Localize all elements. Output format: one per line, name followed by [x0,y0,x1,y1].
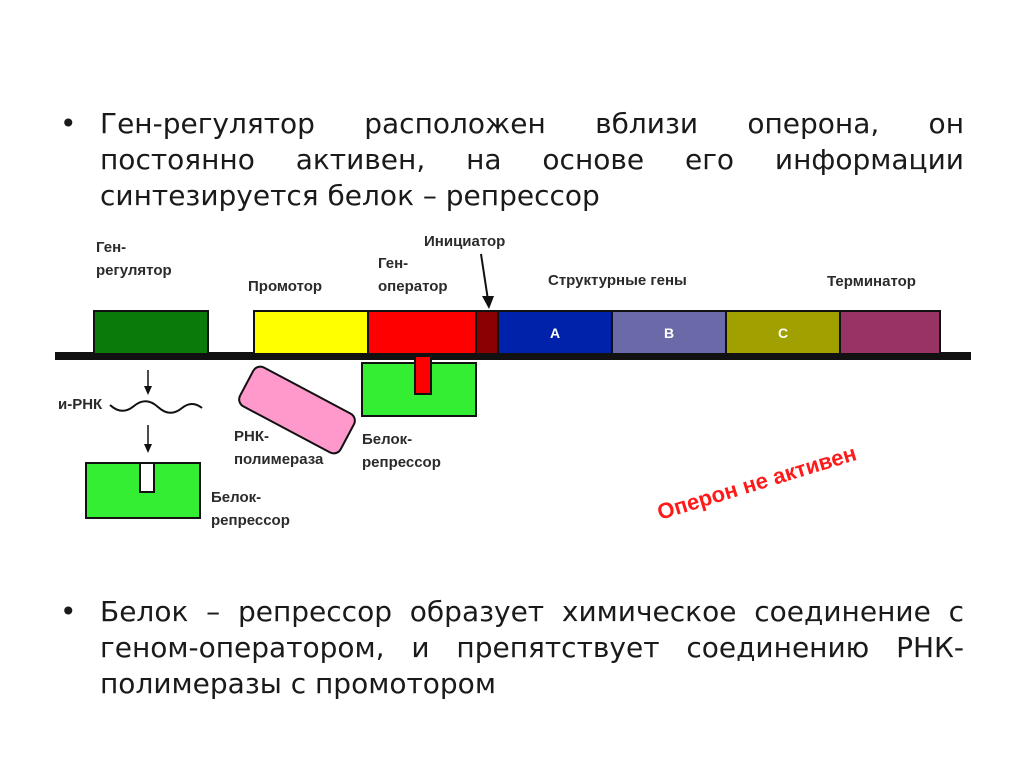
bullet-text: Ген-регулятор расположен вблизи оперона,… [100,107,964,212]
repressor-free-slot [139,462,155,493]
initiator-block [475,310,499,355]
promoter-block [253,310,369,355]
bullet-marker: • [60,107,77,140]
structural-genes-label: Структурные гены [548,272,687,289]
gene-regulator-label-1: Ген- [96,239,126,256]
terminator-label: Терминатор [827,273,916,290]
gene-operator-label-2: оператор [378,278,448,295]
gene-operator-block [367,310,477,355]
bullet-repressor-binding: • Белок – репрессор образует химическое … [60,594,964,704]
gene-b-label: B [664,325,674,341]
repressor-free-label-2: репрессор [211,512,290,529]
bullet-regulator-gene: • Ген-регулятор расположен вблизи оперон… [60,106,964,216]
gene-a-label: A [550,325,560,341]
gene-regulator-label-2: регулятор [96,262,172,279]
gene-operator-label-1: Ген- [378,255,408,272]
mrna-arrow-bottom-head [144,444,152,453]
mrna-arrow-top-head [144,386,152,395]
gene-b-block [611,310,727,355]
gene-c-label: C [778,325,788,341]
rna-polymerase-label-2: полимераза [234,451,324,468]
mrna-label: и-РНК [58,396,103,413]
repressor-free-label-1: Белок- [211,489,261,506]
mrna-wave [109,400,203,414]
bullet-marker: • [60,595,77,628]
dna-strand [55,352,971,360]
operon-diagram: Ген- регулятор Промотор Ген- оператор Ин… [55,233,971,529]
initiator-arrow [480,253,489,301]
initiator-label: Инициатор [424,233,505,250]
operon-status-text: Оперон не активен [654,440,859,524]
rna-polymerase-label-1: РНК- [234,428,269,445]
gene-a-block [497,310,613,355]
promoter-label: Промотор [248,278,322,295]
bullet-text: Белок – репрессор образует химическое со… [100,595,964,700]
gene-regulator-block [93,310,209,355]
repressor-bound-label-1: Белок- [362,431,412,448]
initiator-arrow-head [482,296,494,309]
rna-polymerase-shape [238,365,356,455]
repressor-bound-label-2: репрессор [362,454,441,471]
terminator-block [839,310,941,355]
repressor-bound-stem [414,355,432,395]
